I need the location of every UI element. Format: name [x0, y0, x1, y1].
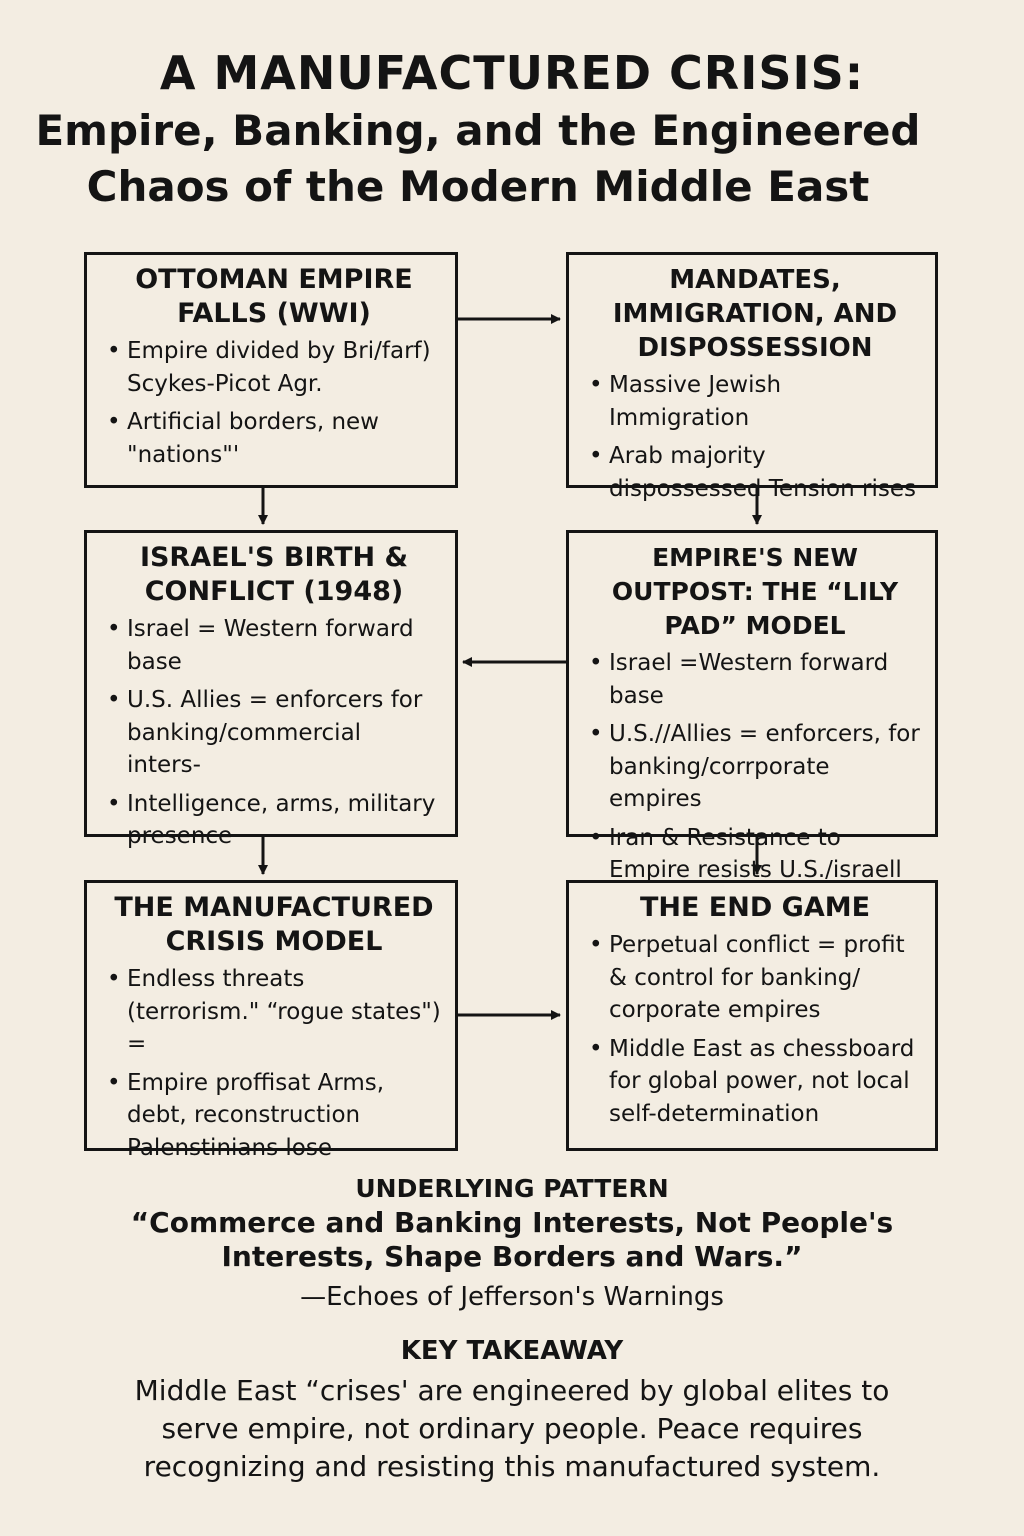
bullet-list: Perpetual conflict = profit & control fo…: [589, 929, 921, 1130]
box-heading: ISRAEL'S BIRTH & CONFLICT (1948): [139, 542, 409, 607]
box-heading: THE MANUFACTURED CRISIS MODEL: [114, 892, 434, 957]
bullet-list: Israel =Western forward base U.S.//Allie…: [589, 647, 921, 919]
key-takeaway-heading: KEY TAKEAWAY: [400, 1336, 624, 1366]
bullet-item: Middle East as chessboard for global pow…: [589, 1033, 921, 1131]
key-takeaway-text: Middle East “crises' are engineered by g…: [134, 1374, 890, 1483]
box-heading: MANDATES, IMMIGRATION, AND DISPOSSESSION: [612, 265, 898, 363]
bullet-list: Israel = Western forward base U.S. Allie…: [107, 613, 441, 853]
page-title: A MANUFACTURED CRISIS:: [159, 46, 865, 100]
bullet-item: Empire divided by Bri/farf) Scykes-Picot…: [107, 335, 441, 400]
bullet-item: U.S.//Allies = enforcers, for banking/co…: [589, 718, 921, 816]
bullet-item: Endless threats (terrorism." “rogue stat…: [107, 963, 441, 1061]
quote-attribution: —Echoes of Jefferson's Warnings: [300, 1282, 724, 1312]
bullet-item: U.S. Allies = enforcers for banking/comm…: [107, 684, 441, 782]
bullet-list: Empire divided by Bri/farf) Scykes-Picot…: [107, 335, 441, 471]
bullet-item: Israel =Western forward base: [589, 647, 921, 712]
bullet-item: Perpetual conflict = profit & control fo…: [589, 929, 921, 1027]
box-ottoman-empire-falls: OTTOMAN EMPIRE FALLS (WWI) Empire divide…: [84, 252, 458, 488]
box-israels-birth: ISRAEL'S BIRTH & CONFLICT (1948) Israel …: [84, 530, 458, 849]
bullet-item: Massive Jewish Immigration: [589, 369, 921, 434]
bullet-item: Artificial borders, new "nations"': [107, 406, 441, 471]
box-mandates-immigration: MANDATES, IMMIGRATION, AND DISPOSSESSION…: [566, 252, 938, 502]
box-manufactured-crisis-model: THE MANUFACTURED CRISIS MODEL Endless th…: [84, 880, 458, 1161]
box-heading: OTTOMAN EMPIRE FALLS (WWI): [135, 264, 413, 329]
underlying-pattern-quote: “Commerce and Banking Interests, Not Peo…: [130, 1206, 894, 1273]
box-empires-new-outpost: EMPIRE'S NEW OUTPOST: THE “LILY PAD” MOD…: [566, 530, 938, 916]
box-end-game: THE END GAME Perpetual conflict = profit…: [566, 880, 938, 1151]
bullet-item: Empire proffisat Arms, debt, reconstruct…: [107, 1067, 441, 1165]
box-heading: EMPIRE'S NEW OUTPOST: THE “LILY PAD” MOD…: [611, 543, 899, 640]
bullet-item: Intelligence, arms, military presence: [107, 788, 441, 853]
bullet-item: Israel = Western forward base: [107, 613, 441, 678]
underlying-pattern-heading: UNDERLYING PATTERN: [355, 1174, 669, 1203]
page-subtitle-line-2: Chaos of the Modern Middle East: [86, 162, 870, 211]
bullet-item: Arab majority dispossessed Tension rises: [589, 440, 921, 505]
page-subtitle-line-1: Empire, Banking, and the Engineered: [35, 106, 921, 155]
box-heading: THE END GAME: [639, 892, 871, 923]
bullet-list: Endless threats (terrorism." “rogue stat…: [107, 963, 441, 1164]
bullet-list: Massive Jewish Immigration Arab majority…: [589, 369, 921, 505]
